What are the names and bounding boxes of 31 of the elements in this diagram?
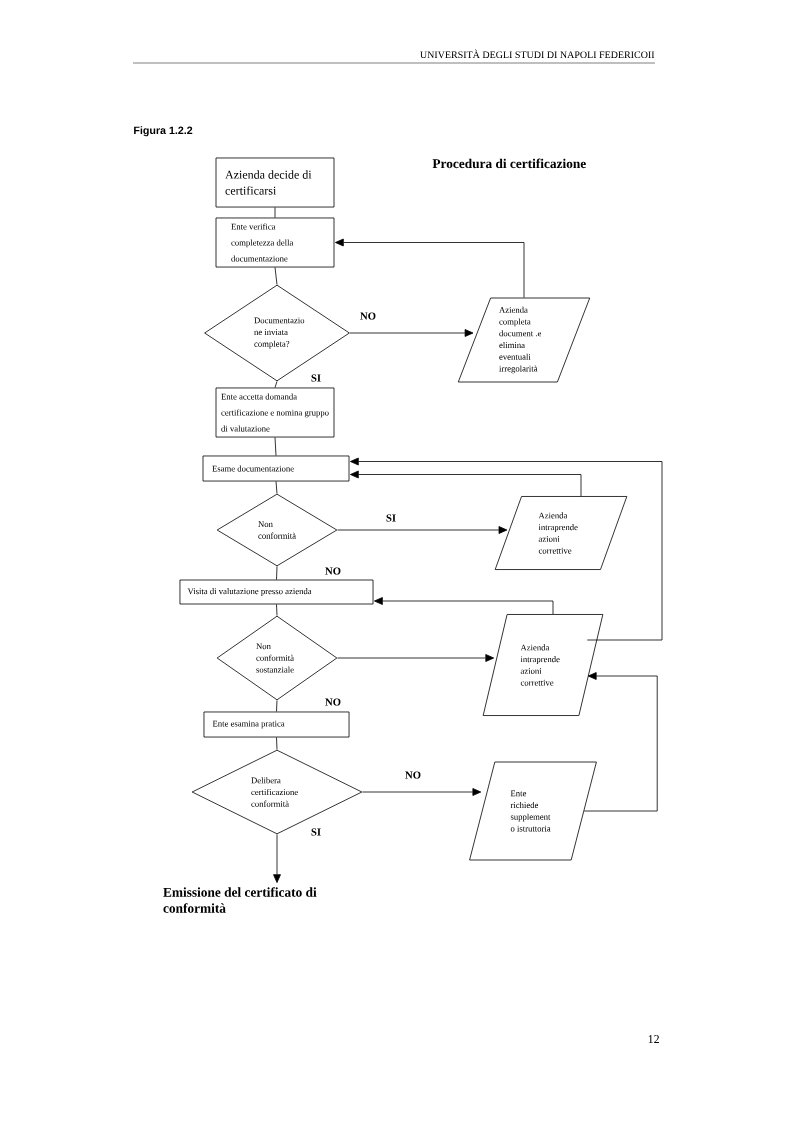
arrow: [362, 788, 482, 796]
diagram-title: Procedura di certificazione: [432, 158, 586, 169]
process-box: Visita di valutazione presso azienda: [179, 579, 374, 605]
arrow: [349, 329, 474, 337]
arrow: [335, 238, 525, 298]
end-text: Emissione del certificato di conformità: [163, 887, 317, 913]
edge-label: SI: [309, 373, 323, 383]
arrow: [583, 672, 658, 812]
running-header: UNIVERSITÀ DEGLI STUDI DI NAPOLI FEDERICOII: [420, 49, 655, 59]
arrow: [374, 597, 554, 615]
arrow: [337, 526, 508, 534]
edge-label: SI: [309, 827, 323, 837]
arrow: [350, 457, 663, 641]
arrow: [337, 654, 495, 662]
process-box: Ente esamina pratica: [203, 711, 350, 738]
edge-label: NO: [323, 566, 343, 576]
figure-label: Figura 1.2.2: [134, 126, 193, 137]
edge-label: SI: [384, 513, 398, 523]
process-box: Ente accetta domanda certificazione e nomina gruppo di valutazione: [215, 387, 335, 438]
arrow: [273, 834, 281, 883]
input-output-box: Azienda intraprende azioni correttive: [482, 614, 604, 716]
input-output-box: Ente richiede supplement o istruttoria: [469, 761, 597, 861]
input-output-box: Azienda completa document .e elimina eventuali irregolarità: [457, 297, 591, 383]
edge-label: NO: [358, 311, 378, 321]
page-number: 12: [648, 1035, 659, 1043]
process-box: Azienda decide di certificarsi: [215, 157, 335, 208]
edge-label: NO: [403, 770, 423, 780]
process-box: Ente verifica completezza della documentazione: [215, 217, 335, 268]
input-output-box: Azienda intraprende azioni correttive: [494, 496, 628, 570]
process-box: Esame documentazione: [202, 455, 350, 482]
arrow: [350, 470, 582, 497]
